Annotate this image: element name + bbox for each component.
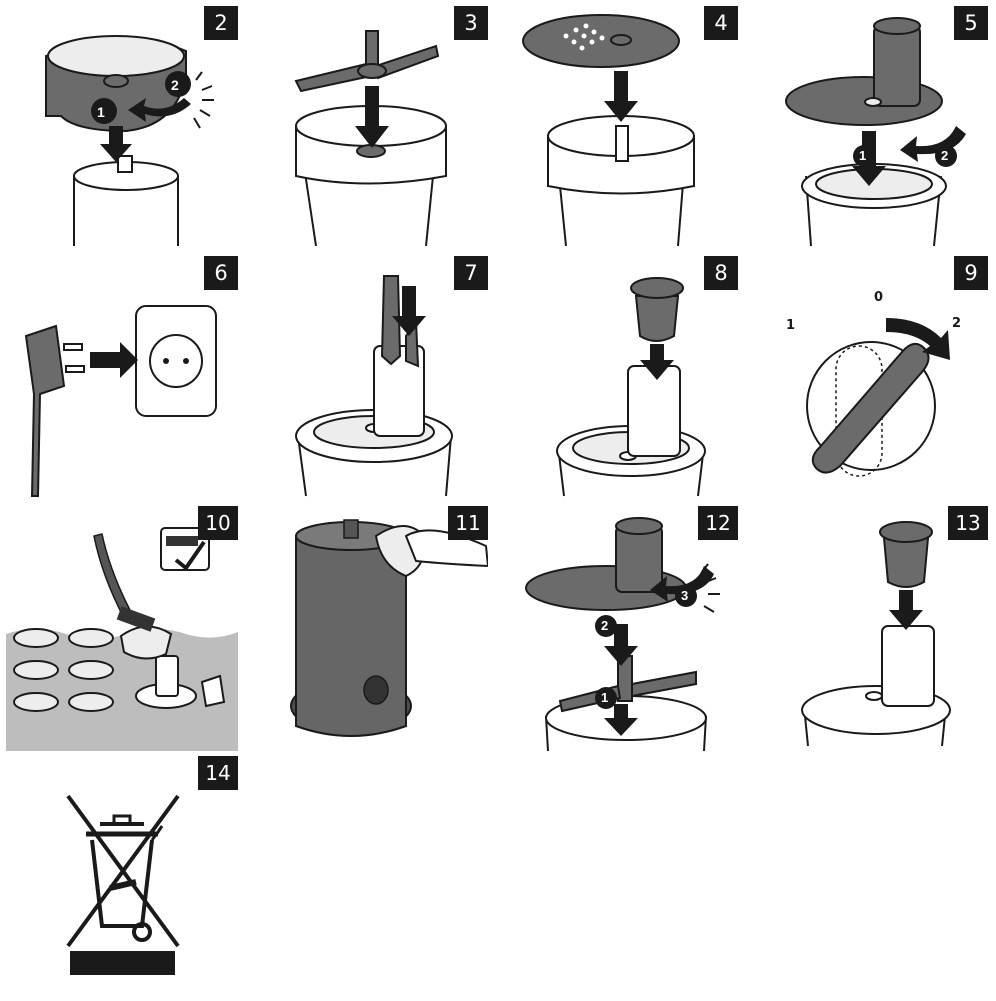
step-9-panel: 1 0 2 9 — [756, 256, 988, 501]
callout-1: 1 — [859, 148, 867, 163]
plug-into-socket-illustration — [24, 305, 217, 497]
pusher-into-chute-illustration — [801, 521, 951, 747]
step-number-badge: 10 — [198, 506, 238, 540]
pusher-into-chute-illustration — [556, 277, 706, 497]
step-14-panel: 14 — [6, 756, 238, 1001]
dial-label-1: 1 — [786, 318, 796, 333]
step-4-panel: 4 — [506, 6, 738, 251]
step-number-badge: 12 — [698, 506, 738, 540]
callout-1: 1 — [97, 104, 105, 120]
step-number-badge: 14 — [198, 756, 238, 790]
step-11-panel: 11 — [256, 506, 488, 751]
cleaning-parts-illustration — [6, 527, 238, 751]
disc-onto-shaft-illustration — [522, 14, 695, 247]
dial-label-2: 2 — [952, 316, 962, 331]
step-number-badge: 6 — [204, 256, 238, 290]
wipe-base-illustration — [290, 519, 488, 737]
step-5-panel: 1 2 5 — [756, 6, 988, 251]
blade-into-bowl-illustration — [294, 30, 447, 247]
step-number-badge: 11 — [448, 506, 488, 540]
insert-food-illustration — [295, 275, 453, 497]
step-10-panel: 10 — [6, 506, 238, 751]
step-number-badge: 13 — [948, 506, 988, 540]
step-number-badge: 7 — [454, 256, 488, 290]
callout-2: 2 — [601, 618, 609, 633]
step-7-panel: 7 — [256, 256, 488, 501]
step-12-panel: 1 2 3 12 — [506, 506, 738, 751]
callout-1: 1 — [601, 690, 609, 705]
step-number-badge: 8 — [704, 256, 738, 290]
reassemble-illustration — [525, 517, 720, 751]
step-number-badge: 5 — [954, 6, 988, 40]
crossed-bin-weee-icon — [66, 794, 180, 975]
callout-2: 2 — [941, 148, 949, 163]
step-2-panel: 1 2 2 — [6, 6, 238, 251]
dial-label-0: 0 — [874, 290, 884, 305]
step-6-panel: 6 — [6, 256, 238, 501]
step-8-panel: 8 — [506, 256, 738, 501]
step-number-badge: 9 — [954, 256, 988, 290]
step-13-panel: 13 — [756, 506, 988, 751]
bowl-on-base-illustration — [45, 35, 214, 246]
step-3-panel: 3 — [256, 6, 488, 251]
speed-dial-illustration — [806, 318, 950, 477]
step-number-badge: 4 — [704, 6, 738, 40]
step-number-badge: 2 — [204, 6, 238, 40]
callout-3: 3 — [681, 588, 689, 603]
step-number-badge: 3 — [454, 6, 488, 40]
lid-onto-bowl-illustration — [785, 17, 966, 247]
callout-2: 2 — [171, 77, 179, 93]
